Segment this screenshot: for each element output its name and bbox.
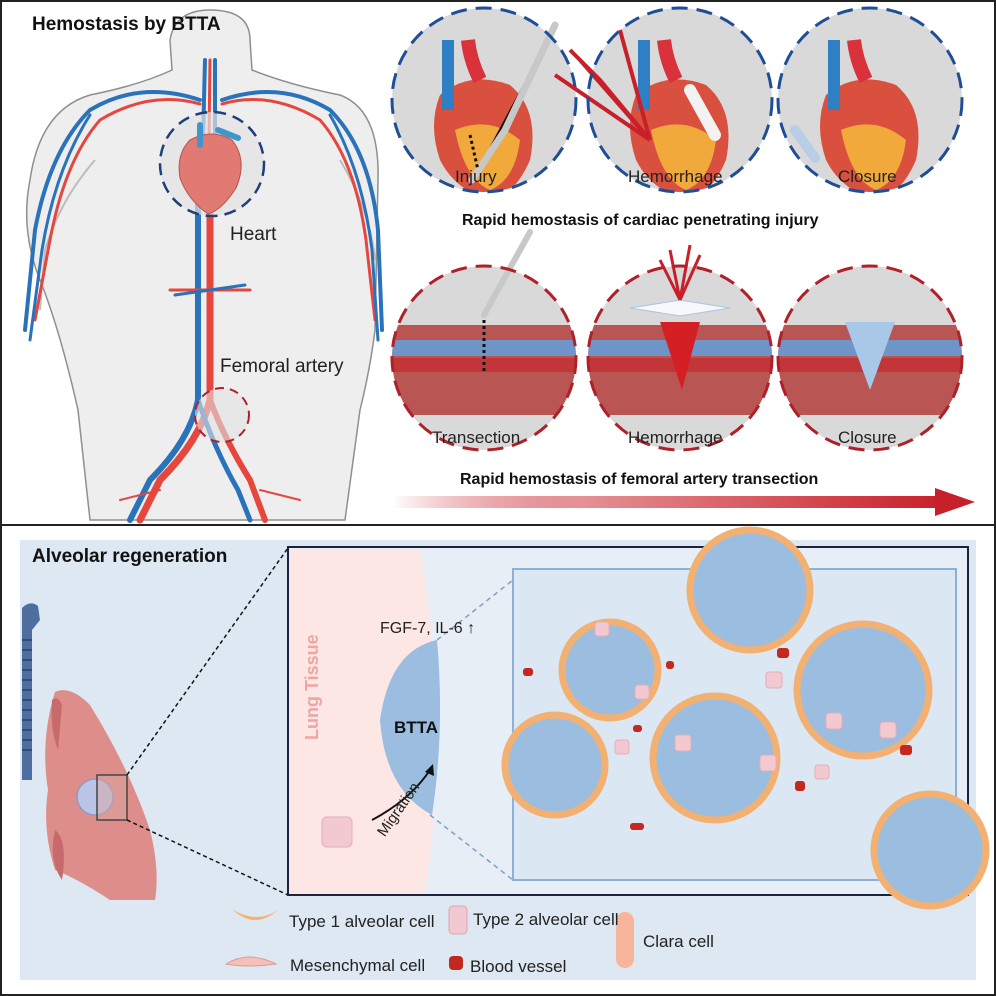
legend-label: Blood vessel: [470, 957, 567, 976]
progress-arrow: [392, 488, 975, 516]
zoom-region-box: [96, 774, 128, 821]
top-panel-graphics: [23, 6, 975, 524]
body-heart-icon: [158, 110, 266, 218]
type2-cell-migrating: [321, 816, 353, 848]
lung-tissue-region: [290, 549, 437, 893]
femoral-step-label: Transection: [432, 428, 521, 447]
cardiac-step-label: Injury: [455, 167, 497, 186]
femoral-artery-label: Femoral artery: [220, 356, 344, 377]
femoral-step-hemorrhage: [586, 244, 774, 452]
blood-vessel-icon: [449, 956, 463, 970]
cardiac-caption: Rapid hemostasis of cardiac penetrating …: [462, 212, 819, 229]
femoral-caption: Rapid hemostasis of femoral artery trans…: [460, 471, 819, 488]
legend-icons: [224, 905, 634, 970]
scalpel-icon: [481, 229, 533, 318]
clara-cell-icon: [616, 912, 634, 968]
trachea-icon: [22, 603, 40, 780]
factors-label: FGF-7, IL-6 ↑: [380, 620, 475, 638]
scalpel-icon: [468, 21, 559, 184]
femoral-step-label: Closure: [838, 428, 897, 447]
zoom-line-bottom: [126, 819, 289, 896]
arrow-up-icon: ↑: [467, 620, 476, 637]
bottom-panel-title: Alveolar regeneration: [32, 546, 228, 567]
legend-label: Clara cell: [643, 932, 714, 951]
legend-label: Type 2 alveolar cell: [473, 910, 619, 929]
type2-cells: [594, 621, 897, 780]
top-panel-title: Hemostasis by BTTA: [32, 14, 221, 35]
lung-tissue-label: Lung Tissue: [302, 634, 322, 740]
btta-label: BTTA: [394, 718, 439, 737]
lung-icon: [45, 690, 157, 900]
femoral-step-label: Hemorrhage: [628, 428, 723, 447]
magnified-view: [287, 526, 990, 910]
blood-spray: [553, 29, 652, 142]
body-femoral-marker: [194, 387, 250, 443]
panel-divider: [0, 524, 996, 526]
zoom-line-top: [126, 547, 289, 776]
type1-alveolar-cell-icon: [233, 910, 278, 920]
heart-label: Heart: [230, 224, 277, 245]
migration-arrow: [371, 769, 431, 821]
cardiac-step-closure: [776, 6, 964, 194]
btta-hydrogel: [380, 640, 441, 815]
mesenchymal-cell-icon: [224, 956, 278, 967]
factors-text: FGF-7, IL-6: [380, 620, 463, 637]
legend-label: Type 1 alveolar cell: [289, 912, 435, 931]
human-body-silhouette: [25, 9, 379, 521]
blood-vessels: [23, 58, 384, 524]
type2-alveolar-cell-icon: [448, 905, 468, 935]
cardiac-step-label: Hemorrhage: [628, 167, 723, 186]
cardiac-step-label: Closure: [838, 167, 897, 186]
blood-vessel-marks: [523, 648, 912, 830]
femoral-step-closure: [776, 264, 964, 452]
femoral-step-transection: [390, 229, 578, 452]
legend-label: Mesenchymal cell: [290, 956, 426, 975]
cardiac-step-hemorrhage: [553, 6, 774, 194]
cardiac-step-injury: [390, 6, 578, 194]
